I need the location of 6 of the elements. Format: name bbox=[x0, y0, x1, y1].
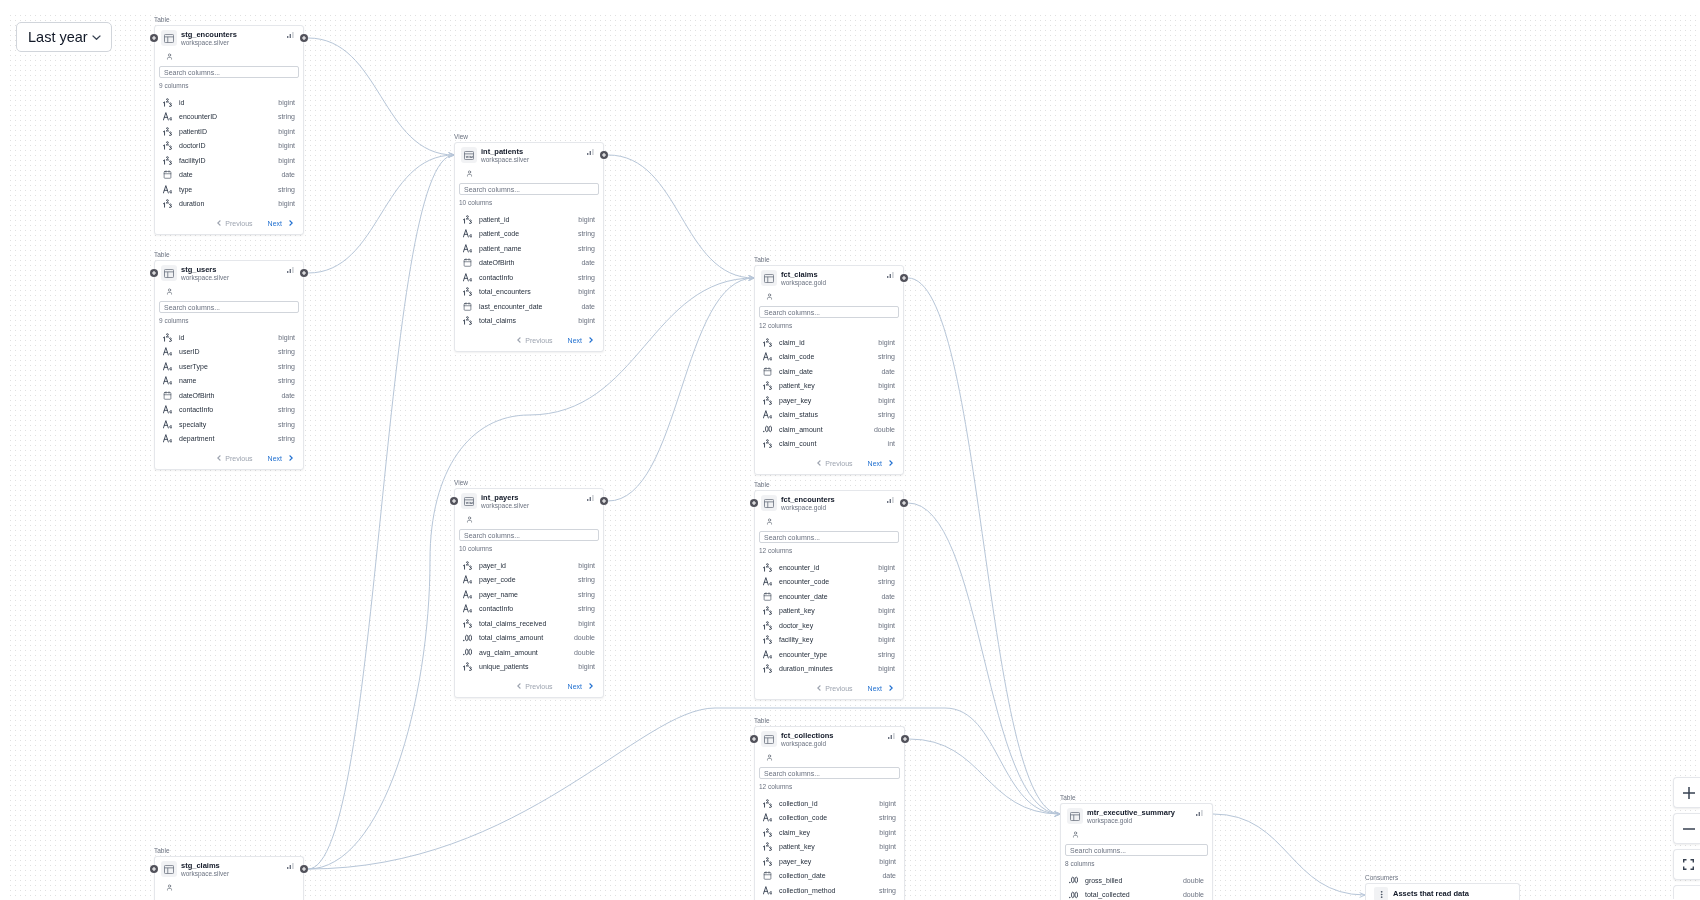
lineage-arrow bbox=[908, 738, 1061, 817]
date-range-dropdown: Last year bbox=[16, 22, 112, 52]
lineage-arrow bbox=[1212, 813, 1366, 898]
lineage-arrow bbox=[307, 37, 455, 158]
lineage-arrow bbox=[607, 276, 755, 502]
lineage-arrow bbox=[607, 154, 755, 281]
